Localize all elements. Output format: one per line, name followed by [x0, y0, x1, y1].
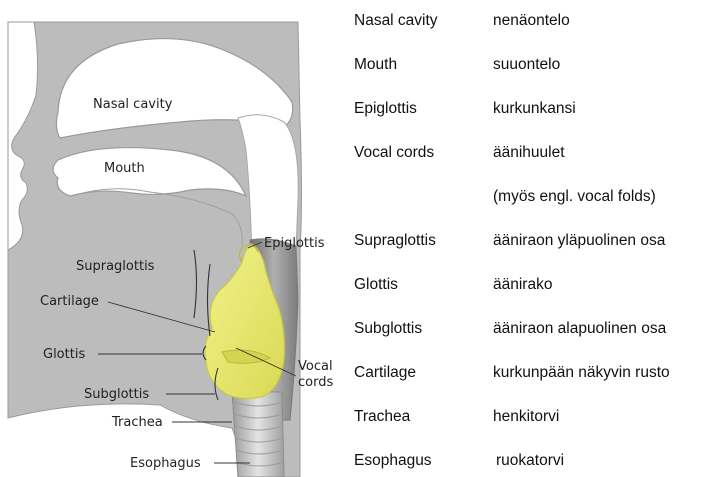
label-subglottis: Subglottis	[84, 387, 149, 402]
glossary-term: Glottis	[354, 276, 398, 294]
glossary-row-vocal-cords: Vocal cords äänihuulet	[354, 144, 702, 166]
label-mouth: Mouth	[104, 161, 145, 176]
glossary-translation: kurkunpään näkyvin rusto	[493, 364, 670, 382]
label-trachea: Trachea	[111, 415, 163, 430]
glossary-term: Cartilage	[354, 364, 416, 382]
glossary-row-glottis: Glottis äänirako	[354, 276, 702, 298]
glossary-term: Supraglottis	[354, 232, 436, 250]
throat-anatomy-diagram: Nasal cavity Mouth Epiglottis Supraglott…	[0, 0, 350, 477]
glossary-term: Trachea	[354, 408, 410, 426]
glossary-term: Nasal cavity	[354, 12, 438, 30]
glossary-translation: (myös engl. vocal folds)	[493, 188, 656, 206]
glossary-row-mouth: Mouth suuontelo	[354, 56, 702, 78]
glossary-translation: äänihuulet	[493, 144, 565, 162]
glossary-term: Epiglottis	[354, 100, 417, 118]
glossary-translation: ruokatorvi	[496, 452, 564, 470]
glossary-row-nasal-cavity: Nasal cavity nenäontelo	[354, 12, 702, 34]
glossary-term: Esophagus	[354, 452, 432, 470]
glossary-translation: ääniraon alapuolinen osa	[493, 320, 666, 338]
label-cords: cords	[298, 375, 333, 390]
glossary-term: Vocal cords	[354, 144, 434, 162]
label-esophagus: Esophagus	[130, 456, 201, 471]
glossary-translation: henkitorvi	[493, 408, 559, 426]
glossary-translation: ääniraon yläpuolinen osa	[493, 232, 665, 250]
label-supraglottis: Supraglottis	[76, 259, 155, 274]
glossary-row-supraglottis: Supraglottis ääniraon yläpuolinen osa	[354, 232, 702, 254]
glossary-translation: nenäontelo	[493, 12, 570, 30]
glossary-term: Subglottis	[354, 320, 422, 338]
label-glottis: Glottis	[43, 347, 85, 362]
glossary-row-cartilage: Cartilage kurkunpään näkyvin rusto	[354, 364, 702, 386]
label-cartilage: Cartilage	[40, 294, 99, 309]
glossary-translation: äänirako	[493, 276, 552, 294]
glossary-translation: suuontelo	[493, 56, 560, 74]
glossary-row-vocal-folds-note: (myös engl. vocal folds)	[354, 188, 702, 210]
glossary-row-esophagus: Esophagus ruokatorvi	[354, 452, 702, 474]
glossary-term: Mouth	[354, 56, 397, 74]
glossary-translation: kurkunkansi	[493, 100, 576, 118]
glossary-row-epiglottis: Epiglottis kurkunkansi	[354, 100, 702, 122]
glossary-table: Nasal cavity nenäontelo Mouth suuontelo …	[354, 0, 702, 477]
label-epiglottis: Epiglottis	[264, 236, 325, 251]
glossary-row-subglottis: Subglottis ääniraon alapuolinen osa	[354, 320, 702, 342]
glossary-row-trachea: Trachea henkitorvi	[354, 408, 702, 430]
label-nasal-cavity: Nasal cavity	[93, 97, 173, 112]
label-vocal: Vocal	[298, 359, 333, 374]
